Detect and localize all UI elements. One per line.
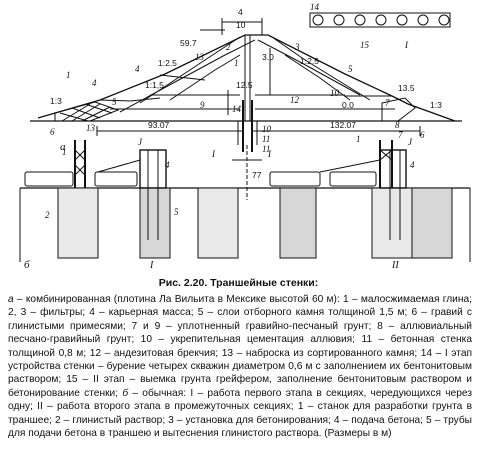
label-3: 3 bbox=[294, 42, 300, 52]
label-b-4-right: 4 bbox=[410, 160, 415, 170]
dim-3-0: 3.0 bbox=[262, 52, 274, 62]
label-15: 15 bbox=[360, 40, 370, 50]
desc-b-text: – обычная: I – работа первого этапа в се… bbox=[8, 387, 472, 440]
label-13-lower: 13 bbox=[86, 123, 96, 133]
label-b-2: 2 bbox=[45, 210, 50, 220]
label-8: 8 bbox=[395, 120, 400, 130]
label-b: б bbox=[24, 259, 30, 271]
dim-slope-1-25-left: 1:2.5 bbox=[158, 58, 177, 68]
figure-diagram: 1 1:3 4 4 1:2.5 1:1,5 5 13 59.7 4 10 2 1… bbox=[19, 2, 471, 271]
label-b-I: I bbox=[149, 260, 154, 271]
dam-cross-section bbox=[30, 12, 462, 200]
label-9: 9 bbox=[200, 100, 205, 110]
dim-0-0: 0.0 bbox=[342, 100, 354, 110]
label-I-axis-right: I bbox=[267, 149, 272, 159]
label-12: 12 bbox=[290, 95, 300, 105]
label-4-upper: 4 bbox=[135, 64, 140, 74]
label-5-right: 5 bbox=[348, 64, 353, 74]
dim-59-7: 59.7 bbox=[180, 38, 197, 48]
label-7-lower: 7 bbox=[398, 130, 403, 140]
label-I-top: I bbox=[404, 40, 409, 50]
label-1-core: 1 bbox=[234, 58, 239, 68]
dim-77: 77 bbox=[252, 170, 262, 180]
label-b-J-right: J bbox=[408, 137, 413, 147]
desc-b-marker: б bbox=[122, 387, 129, 399]
label-b-1-right: 1 bbox=[356, 134, 361, 144]
desc-a-marker: а bbox=[8, 294, 14, 305]
dim-13-5: 13.5 bbox=[398, 83, 415, 93]
label-4-left: 4 bbox=[92, 78, 97, 88]
label-1: 1 bbox=[66, 70, 71, 80]
figure-caption: Рис. 2.20. Траншейные стенки: bbox=[158, 277, 319, 289]
label-I-axis-left: I bbox=[211, 149, 216, 159]
label-6-right: 6 bbox=[420, 130, 425, 140]
label-7: 7 bbox=[385, 98, 390, 108]
label-b-1-left: 1 bbox=[62, 147, 67, 157]
dim-slope-1-3-left: 1:3 bbox=[50, 96, 62, 106]
label-5-left: 5 bbox=[112, 97, 117, 107]
label-2: 2 bbox=[226, 42, 231, 52]
dim-12-5: 12.5 bbox=[236, 80, 253, 90]
label-a: а bbox=[60, 141, 66, 153]
label-14: 14 bbox=[232, 104, 242, 114]
label-10-lower: 10 bbox=[262, 124, 272, 134]
label-14-top: 14 bbox=[310, 2, 320, 12]
dim-132-07: 132.07 bbox=[330, 120, 356, 130]
dim-slope-1-25-right: 1:2.5 bbox=[300, 56, 319, 66]
label-13-upper: 13 bbox=[195, 52, 205, 62]
figure-description: а – комбинированная (плотина Ла Вильита … bbox=[8, 293, 472, 440]
dim-93-07: 93.07 bbox=[148, 120, 170, 130]
desc-a-text: – комбинированная (плотина Ла Вильита в … bbox=[8, 294, 472, 399]
label-b-4-left: 4 bbox=[165, 160, 170, 170]
dim-slope-1-15: 1:1,5 bbox=[145, 80, 164, 90]
label-10: 10 bbox=[330, 88, 340, 98]
dim-4: 4 bbox=[238, 7, 243, 17]
trench-wall-section-b bbox=[19, 140, 471, 262]
label-b-J-left: J bbox=[138, 137, 143, 147]
label-11: 11 bbox=[262, 134, 270, 144]
dim-slope-1-3-right: 1:3 bbox=[430, 100, 442, 110]
label-6-left: 6 bbox=[50, 127, 55, 137]
label-b-II: II bbox=[391, 260, 399, 271]
label-11b: 11 bbox=[262, 144, 270, 154]
label-b-5: 5 bbox=[174, 207, 179, 217]
dim-10: 10 bbox=[236, 20, 246, 30]
